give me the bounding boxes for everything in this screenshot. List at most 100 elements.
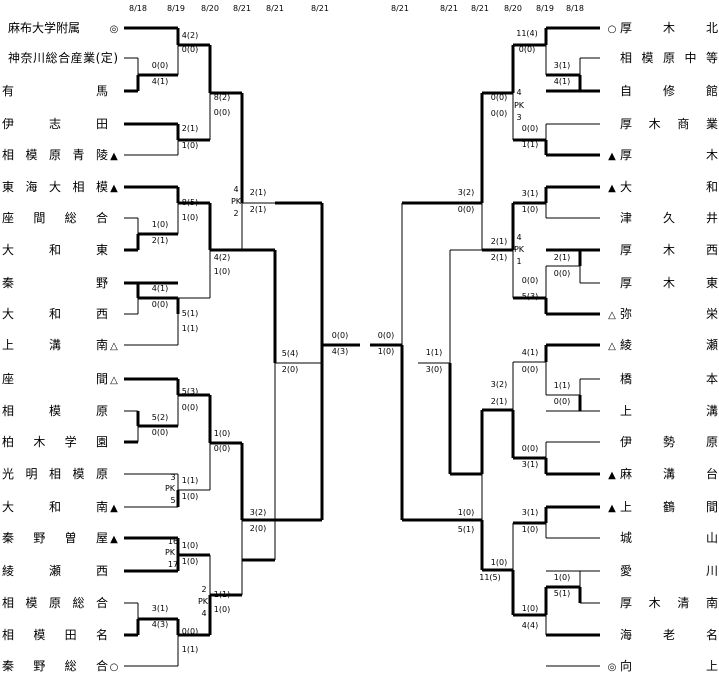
team-name-char: 原 <box>96 404 108 418</box>
seed-mark: ◎ <box>110 24 119 35</box>
score-label: 11(4) <box>516 29 538 38</box>
score-label: 4 <box>516 233 521 242</box>
team-name-char: 青 <box>72 148 84 162</box>
team-name-char: 模 <box>33 628 45 642</box>
score-label: 2(1) <box>182 124 198 133</box>
team-name-char: 中 <box>684 50 696 65</box>
score-label: 16 <box>168 537 178 546</box>
team-name-char: 曽 <box>65 530 77 545</box>
score-label: 5(1) <box>458 525 474 534</box>
score-label: 4(3) <box>152 620 168 629</box>
team-name-char: 馬 <box>96 84 108 98</box>
team-name-char: 模 <box>25 596 37 610</box>
team-name-char: 相 <box>620 51 632 65</box>
team-name-char: 田 <box>96 117 108 131</box>
team-name-char: 合 <box>96 210 108 225</box>
team-name-char: 間 <box>96 372 108 386</box>
team-name-char: 野 <box>96 276 108 290</box>
score-label: 0(0) <box>332 331 348 340</box>
team-name-char: 橋 <box>620 372 632 386</box>
score-label: 2(1) <box>554 253 570 262</box>
team-name-char: 座 <box>2 371 14 386</box>
team-name-char: 溝 <box>49 338 61 352</box>
team-name-char: 瀬 <box>49 564 61 578</box>
score-label: 0(0) <box>522 276 538 285</box>
score-label: 1 <box>516 257 521 266</box>
seed-mark: ▲ <box>608 183 616 194</box>
score-label: 4 <box>201 609 206 618</box>
team-name-char: 厚 <box>620 148 632 162</box>
team-name-char: 模 <box>25 148 37 162</box>
team-name-char: 厚 <box>620 276 632 290</box>
team-name-char: 勢 <box>663 434 675 449</box>
team-name-char: 上 <box>620 500 632 514</box>
team-name-char: 厚 <box>620 243 632 257</box>
score-label: 0(0) <box>214 108 230 117</box>
team-name-char: 木 <box>663 276 675 290</box>
score-label: 2(0) <box>250 524 266 533</box>
team-name-char: 上 <box>2 338 14 352</box>
score-label: 0(0) <box>522 124 538 133</box>
score-label: 2 <box>201 585 206 594</box>
team-name-char: 大 <box>2 500 14 514</box>
date-label: 8/21 <box>311 4 329 13</box>
team-name-char: 伊 <box>620 435 632 449</box>
score-label: 2(1) <box>152 236 168 245</box>
team-name-char: 合 <box>96 658 108 673</box>
seed-mark: △ <box>608 310 616 321</box>
seed-mark: ▲ <box>110 534 118 545</box>
team-name-char: 野 <box>33 531 45 545</box>
score-label: 3(2) <box>458 188 474 197</box>
score-label: 17 <box>168 560 178 569</box>
seed-mark: △ <box>608 341 616 352</box>
date-label: 8/19 <box>536 4 554 13</box>
score-label: 1(1) <box>182 324 198 333</box>
score-label: 0(0) <box>554 397 570 406</box>
score-label: 1(0) <box>182 213 198 222</box>
score-label: 0(0) <box>152 300 168 309</box>
team-name-char: 久 <box>663 211 675 225</box>
score-label: 5(3) <box>522 292 538 301</box>
team-name-char: 鶴 <box>663 499 675 514</box>
seed-mark: △ <box>110 341 118 352</box>
team-name-char: 海 <box>620 627 632 642</box>
team-name-char: 西 <box>706 243 718 257</box>
team-name-char: 野 <box>33 659 45 673</box>
date-label: 8/21 <box>440 4 458 13</box>
score-label: 1(0) <box>182 492 198 501</box>
score-label: 1(1) <box>182 476 198 485</box>
score-label: 2(1) <box>491 397 507 406</box>
score-label: 1(0) <box>491 558 507 567</box>
score-label: 0(0) <box>152 428 168 437</box>
score-label: 0(0) <box>182 403 198 412</box>
score-label: PK <box>514 245 525 254</box>
score-label: 0(0) <box>491 93 507 102</box>
team-name-char: 井 <box>706 211 718 225</box>
score-label: 5(1) <box>554 589 570 598</box>
score-label: 1(0) <box>182 141 198 150</box>
score-label: 2(1) <box>250 205 266 214</box>
team-name-char: 清 <box>677 596 689 610</box>
score-label: 5 <box>170 496 175 505</box>
score-label: 1(0) <box>554 573 570 582</box>
team-name-char: 溝 <box>706 404 718 418</box>
score-label: 0(0) <box>182 45 198 54</box>
date-label: 8/21 <box>266 4 284 13</box>
date-label: 8/20 <box>201 4 219 13</box>
team-name-char: 栄 <box>706 307 718 321</box>
team-name-char: 南 <box>706 595 718 610</box>
team-name-char: 西 <box>96 564 108 578</box>
team-name-char: 山 <box>706 531 718 545</box>
score-label: 2(1) <box>250 188 266 197</box>
score-label: 4(4) <box>522 621 538 630</box>
team-name-char: 模 <box>96 180 108 194</box>
team-name-char: 厚 <box>620 21 632 35</box>
score-label: 3(1) <box>522 508 538 517</box>
team-name-char: 木 <box>663 243 675 257</box>
team-name-char: 瀬 <box>706 338 718 352</box>
team-name: 神奈川総合産業(定) <box>8 50 118 65</box>
team-name-char: 名 <box>706 627 718 642</box>
score-label: PK <box>165 484 176 493</box>
team-name-char: 東 <box>96 243 108 257</box>
score-label: 1(0) <box>378 347 394 356</box>
